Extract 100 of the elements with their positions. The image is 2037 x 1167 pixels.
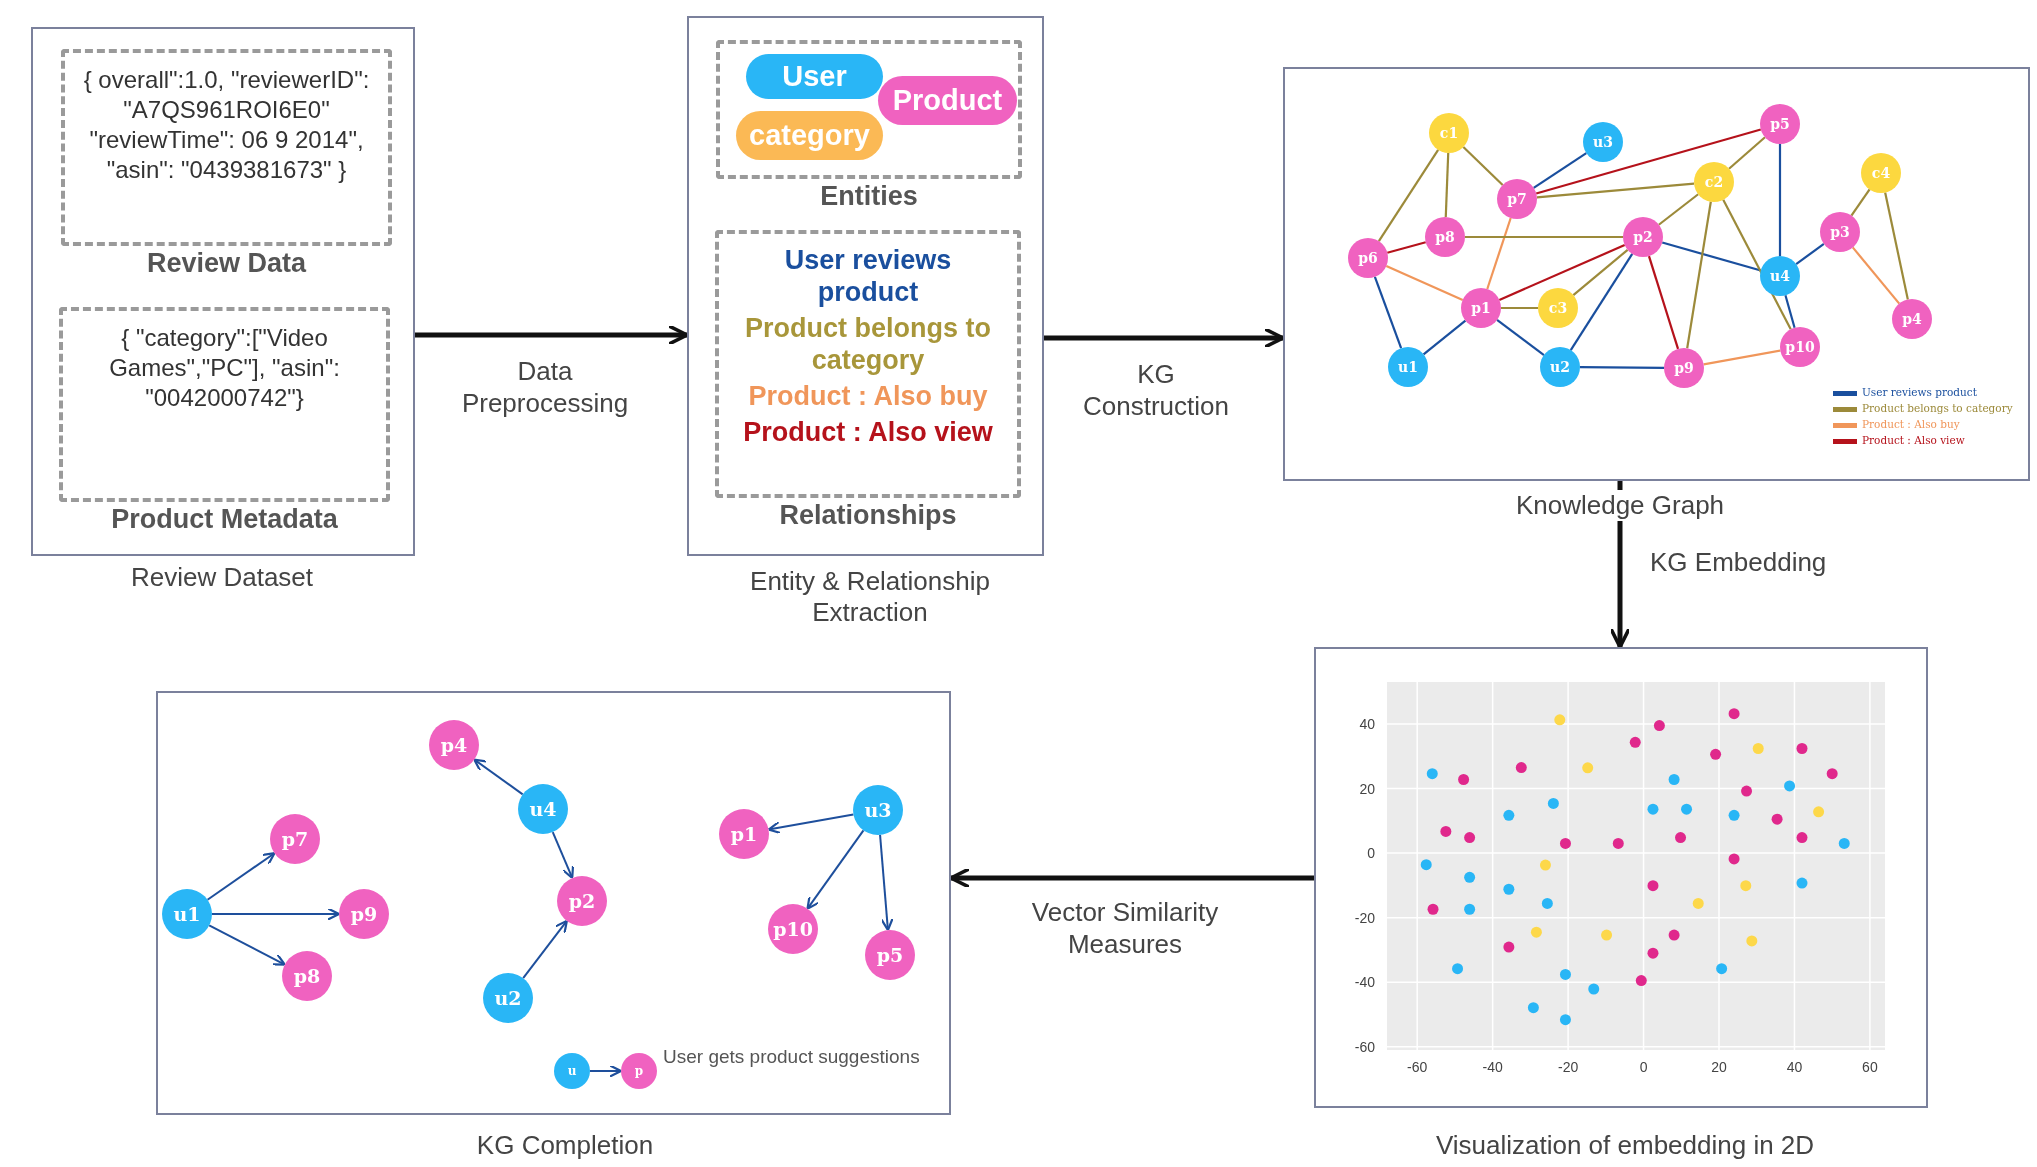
graph-node: p4 [429,720,479,770]
graph-node: p [621,1053,657,1089]
graph-node: u4 [1760,256,1800,296]
arrow [551,831,575,880]
connector-line [1501,306,1538,310]
graph-node: c3 [1538,288,1578,328]
graph-node: u2 [483,973,533,1023]
connector-line [1647,255,1680,350]
graph-node: u3 [1583,122,1623,162]
graph-node: p9 [1664,348,1704,388]
graph-node: p2 [557,876,607,926]
panel [156,691,951,1115]
legend-text: Product : Also view [1862,434,1965,446]
connector-line [1486,217,1512,290]
arrow [879,833,894,932]
graph-node: p6 [1348,238,1388,278]
entity-pill: Product [878,76,1017,125]
arrow [806,829,865,910]
tick-label: -20 [1557,1059,1579,1075]
edge-label: KG Construction [1082,358,1230,422]
connector-line [1661,241,1762,272]
graph-node: p5 [1760,104,1800,144]
connector-line [1851,246,1901,305]
graph-node: p2 [1623,217,1663,257]
arrow [415,324,689,346]
edge-label: Data Preprocessing [460,355,630,419]
arrow [208,924,286,966]
connector-line [1465,235,1623,239]
arrow [211,907,341,921]
graph-node: u4 [518,784,568,834]
connector-line [1884,192,1909,300]
tick-label: -40 [1482,1059,1503,1075]
section-heading: Product Metadata [110,504,339,535]
connector-line [1496,319,1545,356]
tick-label: -60 [1407,1059,1428,1075]
connector-line [1572,248,1629,297]
tick-label: 40 [1786,1059,1803,1075]
graph-node: u2 [1540,347,1580,387]
connector-line [1377,149,1440,242]
connector-line [1686,201,1712,349]
graph-node: p1 [1461,288,1501,328]
arrow [949,867,1314,889]
graph-node: p5 [865,930,915,980]
tick-label: 20 [1359,780,1375,797]
graph-node: p8 [282,951,332,1001]
section-heading: Relationships [778,500,958,531]
arrow [767,813,855,835]
relation-text: User reviews product [783,244,953,308]
arrow [206,852,276,901]
graph-node: c4 [1861,153,1901,193]
connector-line [1658,193,1699,226]
panel-caption: Knowledge Graph [1515,490,1725,521]
connector-line [1444,152,1450,218]
tick-label: -60 [1354,1038,1375,1055]
connector-line [1498,244,1626,301]
code-text: { overall":1.0, "reviewerID": "A7QS961ROI6E0" "reviewTime": 06 9 2014", "asin": "0439381673" } [82,65,371,185]
graph-node: p3 [1820,212,1860,252]
graph-node: p1 [719,809,769,859]
tick-label: 20 [1711,1059,1727,1075]
entity-pill: category [736,111,883,160]
relation-text: Product : Also view [743,416,993,448]
code-text: { "category":["Video Games","PC"], "asin": "0042000742"} [108,323,341,413]
panel [1314,647,1928,1108]
graph-node: u [554,1053,590,1089]
connector-line [1373,276,1403,349]
legend-text: User gets product suggestions [663,1046,920,1068]
connector-line [1569,253,1634,351]
graph-node: c2 [1694,162,1734,202]
graph-node: u1 [1388,347,1428,387]
connector-line [1533,152,1587,189]
legend-text: Product belongs to category [1862,402,2013,414]
connector-line [1462,146,1504,186]
edge-label: Vector Similarity Measures [1030,896,1220,960]
graph-node: u3 [853,785,903,835]
connector-line [1535,128,1762,195]
tick-label: 40 [1359,715,1375,732]
connector-line [1784,294,1796,329]
tick-label: -20 [1354,909,1375,926]
relation-text: Product belongs to category [744,312,992,376]
panel [687,16,1044,556]
graph-node: p8 [1425,217,1465,257]
tick-label: 0 [1367,845,1375,862]
connector-line [1536,182,1695,199]
connector-line [1778,144,1782,256]
section-heading: Entities [819,181,919,212]
legend-text: User reviews product [1862,386,1977,398]
connector-line [1795,242,1825,266]
tick-label: -40 [1354,974,1375,991]
graph-node: p10 [768,904,818,954]
graph-node: p7 [1497,179,1537,219]
graph-node: u1 [162,889,212,939]
arrow [473,758,524,796]
graph-node: p7 [270,814,320,864]
panel [31,27,415,556]
connector-line [1850,188,1871,217]
graph-node: p4 [1892,299,1932,339]
connector-line [1422,319,1467,356]
panel [1283,67,2030,481]
tick-label: 0 [1639,1059,1648,1075]
legend-text: Product : Also buy [1862,418,1960,430]
